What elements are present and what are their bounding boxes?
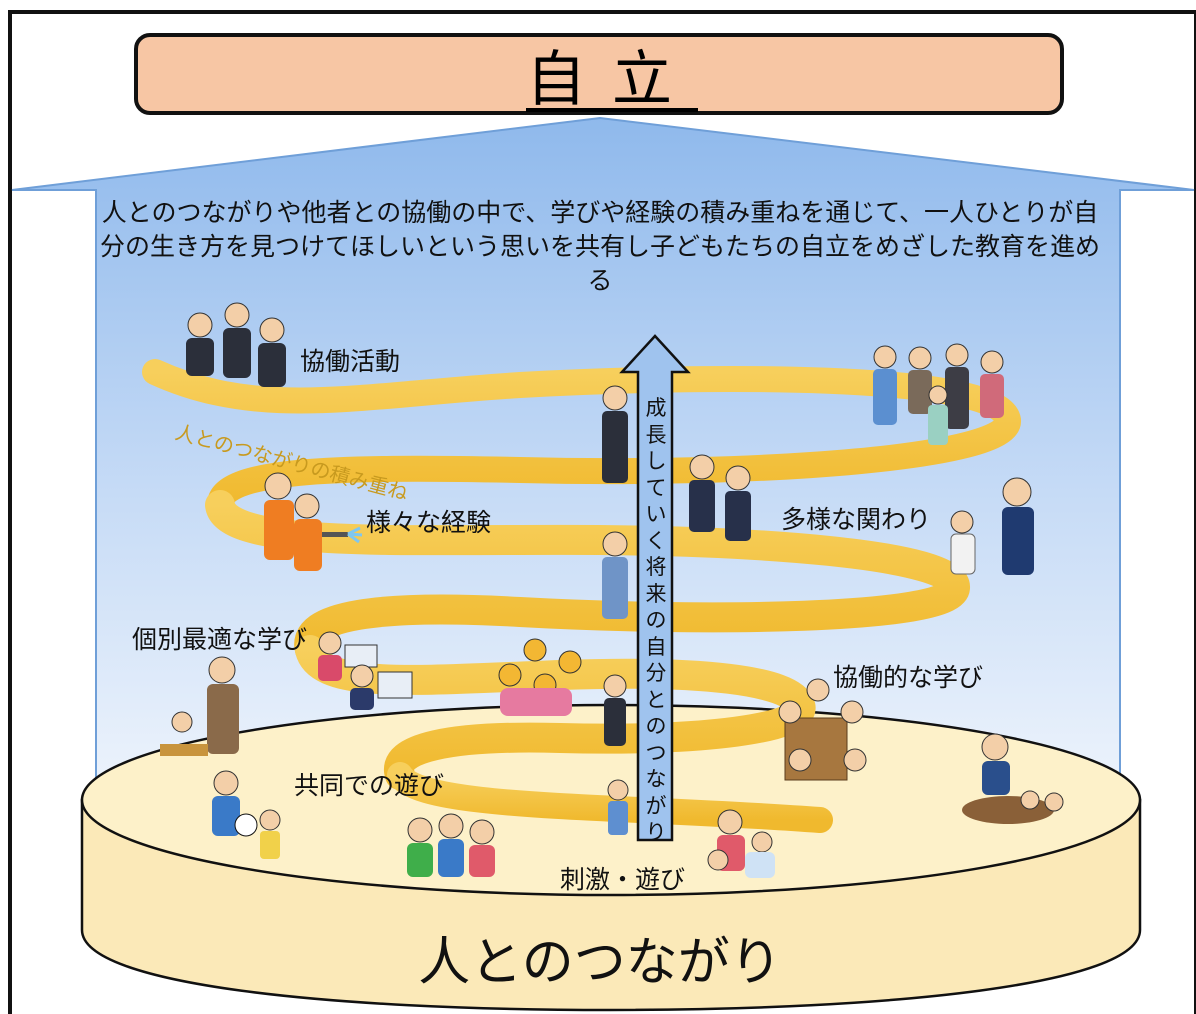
figure-adult-suit	[602, 385, 628, 483]
spiral-loop-top	[142, 359, 1021, 518]
base-label: 人とのつながり	[418, 933, 782, 993]
description-text: 人とのつながりや他者との協働の中で、学びや経験の積み重ねを通じて、一人ひとりが自…	[100, 198, 1101, 295]
figure-businesspeople-group	[186, 302, 286, 387]
spiral-loop-upper	[205, 490, 970, 665]
figure-young-man	[602, 531, 628, 619]
label-collaborative-activity: 協働活動	[300, 347, 401, 376]
label-stimulus-play: 刺激・遊び	[560, 865, 686, 894]
figure-online-learning	[318, 631, 413, 710]
title-text: 自立	[526, 44, 698, 115]
figure-kids-playing	[407, 813, 495, 877]
title-box: 自立	[134, 33, 1064, 115]
figure-teen-uniform	[603, 674, 627, 746]
figure-soccer-kids	[212, 770, 281, 859]
growth-arrow	[619, 334, 691, 842]
figure-baseball-coach	[950, 477, 1034, 575]
figure-parent-with-child-studying	[160, 656, 239, 756]
label-diverse-relations: 多様な関わり	[781, 505, 932, 534]
figure-firefighters	[264, 472, 363, 571]
figure-community-group	[873, 343, 1004, 445]
figure-students-walking	[689, 454, 751, 541]
label-individual-learning: 個別最適な学び	[132, 625, 308, 654]
label-various-experiences: 様々な経験	[366, 508, 492, 537]
figure-group-desk	[778, 678, 867, 781]
figure-mother-with-babies	[707, 809, 775, 878]
figure-child-small	[607, 779, 629, 835]
label-joint-play: 共同での遊び	[294, 771, 445, 800]
outer-frame	[8, 10, 1196, 1014]
figure-children-helmets	[498, 638, 582, 716]
label-cooperative-learning: 協働的な学び	[833, 663, 984, 692]
growth-arrow-label: 成長していく将来の自分とのつながり	[645, 396, 667, 844]
figure-farming-family	[962, 733, 1064, 824]
spiral-loop-lower	[295, 635, 816, 790]
